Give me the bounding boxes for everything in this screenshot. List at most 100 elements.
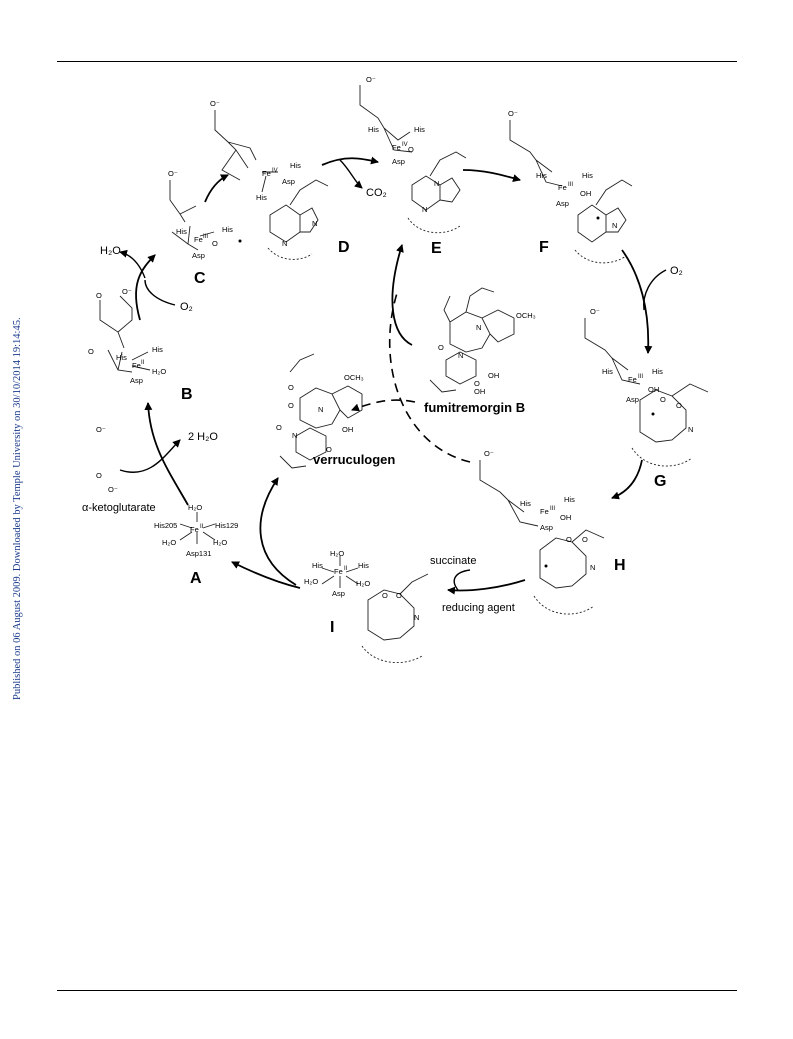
svg-text:III: III <box>203 234 208 240</box>
svg-text:His: His <box>602 367 613 376</box>
svg-text:O: O <box>96 471 102 480</box>
svg-text:N: N <box>688 425 693 434</box>
stage-label-b: B <box>181 386 193 403</box>
svg-text:H₂O: H₂O <box>304 577 318 586</box>
stage-label-c: C <box>194 270 206 287</box>
svg-text:O: O <box>276 423 282 432</box>
arrow-co2-out <box>339 159 363 189</box>
svg-text:O⁻: O⁻ <box>590 307 600 316</box>
compound-verruculogen: verruculogen <box>313 452 395 467</box>
svg-text:Fe: Fe <box>190 525 199 534</box>
svg-text:O: O <box>396 591 402 600</box>
azocine-fragment-g <box>631 383 709 467</box>
svg-text:Asp: Asp <box>556 199 569 208</box>
svg-text:O: O <box>288 383 294 392</box>
reagent-alpha-ketoglutarate: α-ketoglutarate <box>82 502 156 514</box>
top-rule <box>57 61 737 62</box>
svg-text:O⁻: O⁻ <box>508 109 518 118</box>
arrow-o2-in-bc <box>144 279 176 306</box>
svg-text:O: O <box>326 445 332 454</box>
svg-text:His: His <box>564 495 575 504</box>
reagent-succinate: succinate <box>430 555 476 567</box>
bottom-rule <box>57 990 737 991</box>
azocine-fragment-h <box>533 529 605 615</box>
svg-text:Fe: Fe <box>540 507 549 516</box>
svg-text:His: His <box>652 367 663 376</box>
svg-text:His: His <box>312 561 323 570</box>
svg-text:O⁻: O⁻ <box>210 99 220 108</box>
svg-text:H₂O: H₂O <box>213 538 227 547</box>
radical-dots <box>238 216 655 568</box>
svg-text:Asp131: Asp131 <box>186 549 211 558</box>
complex-h-structure <box>479 460 539 527</box>
azocine-fragment-i <box>361 573 429 663</box>
svg-text:Fe: Fe <box>392 143 401 152</box>
svg-text:H₂O: H₂O <box>356 579 370 588</box>
arrow-c-to-d <box>204 174 229 203</box>
complex-b-labels: O⁻ O O His Fe II His H₂O Asp <box>88 287 166 385</box>
indole-fragment-e <box>407 151 467 234</box>
svg-text:Asp: Asp <box>192 251 205 260</box>
stage-label-f: F <box>539 239 549 256</box>
stage-label-i: I <box>330 619 334 636</box>
complex-i-labels: H₂O His Fe II His H₂O H₂O Asp O O N <box>304 549 419 622</box>
svg-text:O: O <box>438 343 444 352</box>
arrow-h-to-i <box>447 579 526 595</box>
arrow-g-to-h <box>611 459 643 500</box>
svg-text:IV: IV <box>272 168 278 174</box>
arrow-fumitremorgin-to-e <box>391 244 413 346</box>
svg-text:N: N <box>458 351 463 360</box>
complex-f-labels: O⁻ His Fe III His OH Asp N <box>508 109 617 230</box>
svg-text:O: O <box>566 535 572 544</box>
complex-a-labels: H₂O His205 Fe II His129 H₂O H₂O Asp131 <box>154 503 238 558</box>
svg-text:His: His <box>176 227 187 236</box>
svg-text:N: N <box>292 431 297 440</box>
svg-text:Asp: Asp <box>130 376 143 385</box>
svg-text:Asp: Asp <box>540 523 553 532</box>
svg-text:O⁻: O⁻ <box>366 75 376 84</box>
complex-c-structure <box>169 180 215 251</box>
arrow-f-to-g <box>621 249 653 354</box>
svg-text:II: II <box>141 360 145 366</box>
svg-text:N: N <box>476 323 481 332</box>
svg-text:H₂O: H₂O <box>162 538 176 547</box>
indole-fragment-c <box>267 179 329 260</box>
complex-c-labels: O⁻ His Fe III His O Asp N N <box>168 169 317 260</box>
svg-text:Fe: Fe <box>558 183 567 192</box>
svg-text:O: O <box>582 535 588 544</box>
stage-label-e: E <box>431 240 442 257</box>
arrow-succinate-out <box>453 569 471 591</box>
svg-text:OH: OH <box>342 425 353 434</box>
svg-text:OH: OH <box>648 385 659 394</box>
svg-text:OH: OH <box>560 513 571 522</box>
svg-text:III: III <box>568 182 573 188</box>
stage-label-d: D <box>338 239 350 256</box>
svg-text:N: N <box>312 219 317 228</box>
svg-text:N: N <box>414 613 419 622</box>
fumitremorgin-labels: OCH₃ N N O OH OH O <box>438 311 536 396</box>
svg-text:III: III <box>550 506 555 512</box>
stage-label-a: A <box>190 570 202 587</box>
dashed-shunt-to-verruculogen <box>351 399 416 412</box>
svg-text:O: O <box>288 401 294 410</box>
alpha-kg-labels: O⁻ O O⁻ <box>96 425 118 494</box>
svg-text:His: His <box>256 193 267 202</box>
arrow-h2o-out-bc <box>119 249 146 279</box>
svg-text:Fe: Fe <box>628 375 637 384</box>
complex-d-structure <box>214 110 278 193</box>
svg-text:His: His <box>414 125 425 134</box>
svg-text:His205: His205 <box>154 521 177 530</box>
reagent-reducing-agent: reducing agent <box>442 602 515 614</box>
verruculogen-labels: OCH₃ O O N N O OH O <box>276 373 364 454</box>
svg-text:O: O <box>676 401 682 410</box>
svg-text:N: N <box>434 179 439 188</box>
svg-text:O: O <box>212 239 218 248</box>
complex-h-labels: O⁻ His Fe III His OH Asp O O N <box>484 449 595 572</box>
svg-text:His: His <box>582 171 593 180</box>
svg-text:His: His <box>520 499 531 508</box>
svg-text:N: N <box>282 239 287 248</box>
svg-text:H₂O: H₂O <box>188 503 202 512</box>
svg-text:Fe: Fe <box>132 361 141 370</box>
reagent-o2-bc: O₂ <box>180 301 193 313</box>
svg-text:N: N <box>422 205 427 214</box>
